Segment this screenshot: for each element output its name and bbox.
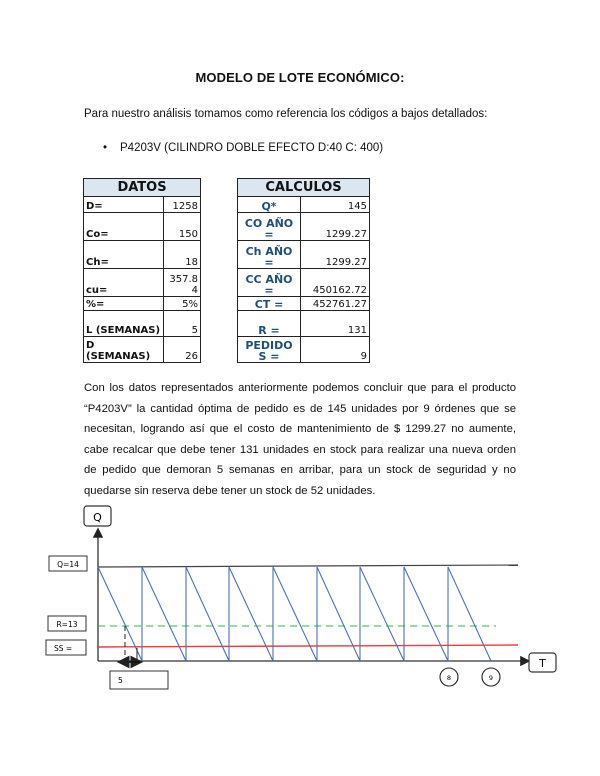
r-label: R=13 [56, 620, 77, 629]
y-axis-label: Q [93, 511, 102, 524]
calculos-value: 9 [300, 336, 370, 363]
datos-value: 26 [162, 336, 202, 363]
safety-stock-line [97, 644, 519, 648]
inventory-sawtooth-line [97, 566, 492, 662]
cycle-marker-9 [481, 667, 501, 687]
ss-label-box [45, 639, 87, 656]
cycle-marker-label: 8 [447, 674, 451, 682]
bullet-icon: • [103, 142, 108, 154]
intro-text: Para nuestro análisis tomamos como refer… [84, 108, 488, 120]
datos-label: D (SEMANAS) [83, 336, 164, 363]
lead-time-label: 5 [118, 676, 123, 685]
calculos-label: Ch AÑO = [237, 240, 301, 269]
max-inventory-line [97, 564, 519, 568]
calculos-label: R = [237, 310, 301, 337]
calculos-value: 450162.72 [300, 268, 370, 297]
product-bullet: • P4203V (CILINDRO DOBLE EFECTO D:40 C: … [103, 142, 384, 154]
datos-value: 357.84 [162, 268, 202, 297]
calculos-value: 1299.27 [300, 212, 370, 241]
ss-label: SS = [54, 644, 72, 653]
datos-header: DATOS [83, 178, 201, 197]
r-label-box [47, 615, 87, 632]
q-label: Q=14 [57, 560, 79, 569]
datos-value: 150 [162, 212, 202, 241]
cycle-marker-8 [439, 667, 459, 687]
datos-table: DATOS D=1258 Co=150 Ch=18 cu=357.84 %=5%… [83, 178, 202, 363]
calculos-label: CO AÑO = [237, 212, 301, 241]
cycle-marker-label: 9 [489, 674, 493, 682]
datos-value: 5 [162, 310, 202, 337]
datos-label: Co= [83, 212, 164, 241]
datos-value: 18 [162, 240, 202, 269]
lead-time-label-box [109, 670, 169, 690]
product-code: P4203V (CILINDRO DOBLE EFECTO D:40 C: 40… [120, 142, 384, 154]
conclusion-paragraph: Con los datos representados anteriorment… [84, 382, 516, 497]
datos-label: L (SEMANAS) [83, 310, 164, 337]
y-axis-label-box [83, 505, 112, 527]
calculos-value: 1299.27 [300, 240, 370, 269]
datos-label: Ch= [83, 240, 164, 269]
q-label-box [48, 555, 88, 572]
calculos-label: PEDIDO S = [237, 336, 301, 363]
calculos-label: CC AÑO = [237, 268, 301, 297]
calculos-header: CALCULOS [237, 178, 370, 197]
calculos-table: CALCULOS Q*145 CO AÑO =1299.27 Ch AÑO =1… [237, 178, 370, 363]
x-axis-label-box [528, 652, 557, 673]
x-axis-label: T [538, 657, 546, 670]
document-title: MODELO DE LOTE ECONÓMICO: [195, 70, 405, 85]
